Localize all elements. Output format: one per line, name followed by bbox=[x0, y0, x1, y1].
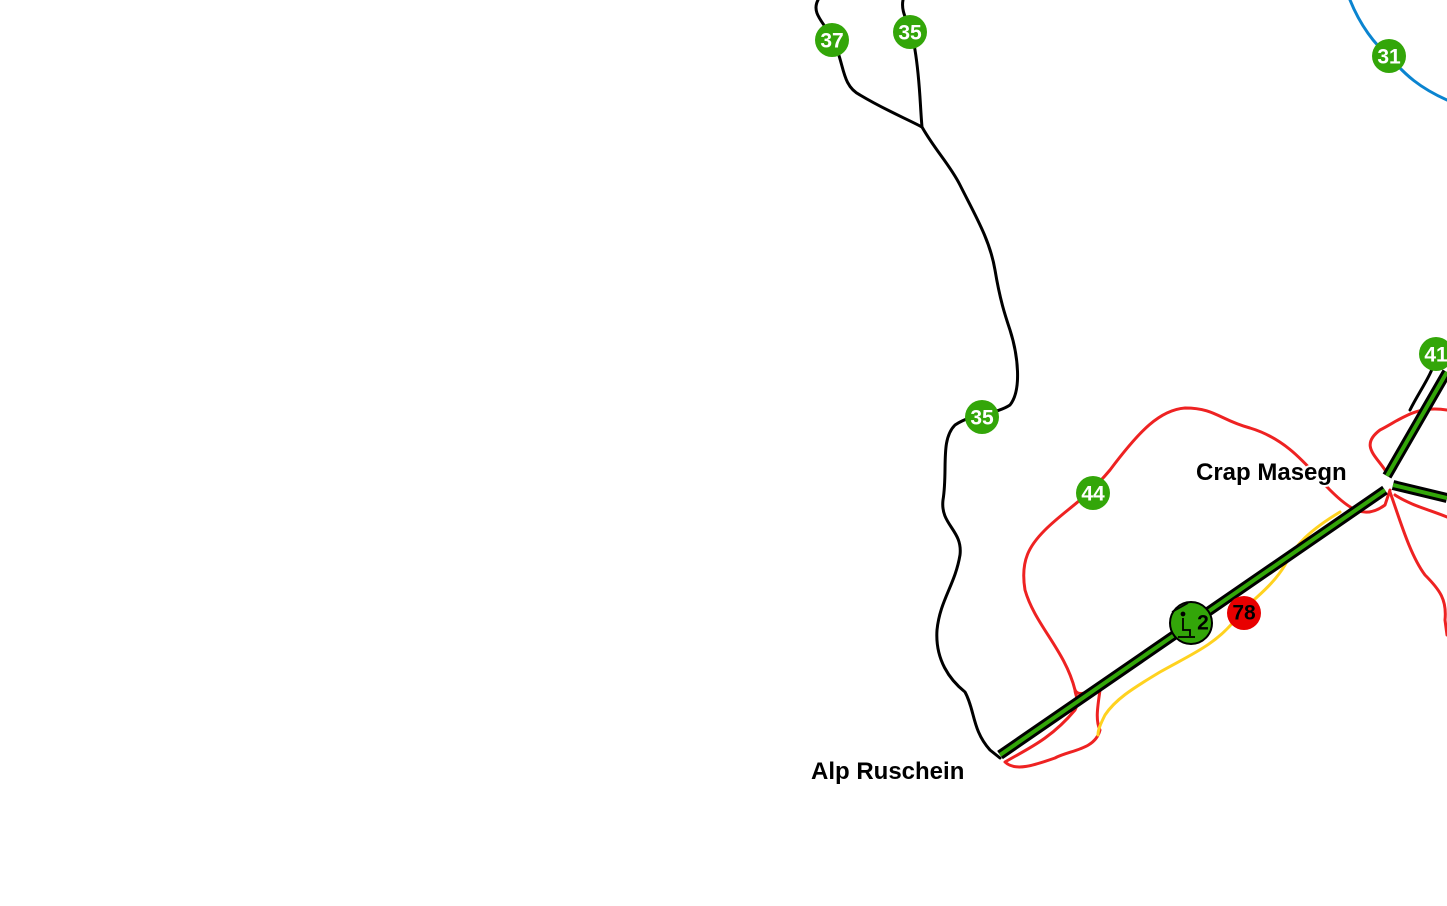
piste-marker[interactable]: 31 bbox=[1372, 39, 1406, 73]
svg-text:41: 41 bbox=[1424, 344, 1447, 367]
svg-text:35: 35 bbox=[898, 22, 922, 45]
svg-text:78: 78 bbox=[1232, 602, 1256, 625]
svg-text:35: 35 bbox=[970, 407, 994, 430]
svg-text:44: 44 bbox=[1081, 483, 1105, 506]
piste-marker[interactable]: 44 bbox=[1076, 476, 1110, 510]
piste-black[interactable] bbox=[901, 0, 924, 129]
piste-red[interactable] bbox=[1393, 493, 1447, 519]
piste-marker[interactable]: 37 bbox=[815, 23, 849, 57]
chairlift-icon bbox=[1171, 602, 1195, 638]
piste-marker[interactable]: 35 bbox=[893, 15, 927, 49]
piste-black[interactable] bbox=[814, 0, 1020, 760]
svg-text:31: 31 bbox=[1377, 46, 1401, 69]
place-label-alp-ruschein: Alp Ruschein bbox=[811, 758, 964, 785]
svg-text:37: 37 bbox=[820, 30, 843, 53]
lift-marker[interactable]: 2 bbox=[1169, 601, 1213, 645]
piste-marker[interactable]: 35 bbox=[965, 400, 999, 434]
piste-marker[interactable]: 78 bbox=[1227, 596, 1261, 630]
piste-marker[interactable]: 41 bbox=[1419, 337, 1447, 371]
place-label-crap-masegn: Crap Masegn bbox=[1196, 459, 1347, 486]
piste-red[interactable] bbox=[1022, 406, 1392, 692]
piste-red[interactable] bbox=[1388, 490, 1447, 637]
svg-text:2: 2 bbox=[1197, 612, 1209, 635]
